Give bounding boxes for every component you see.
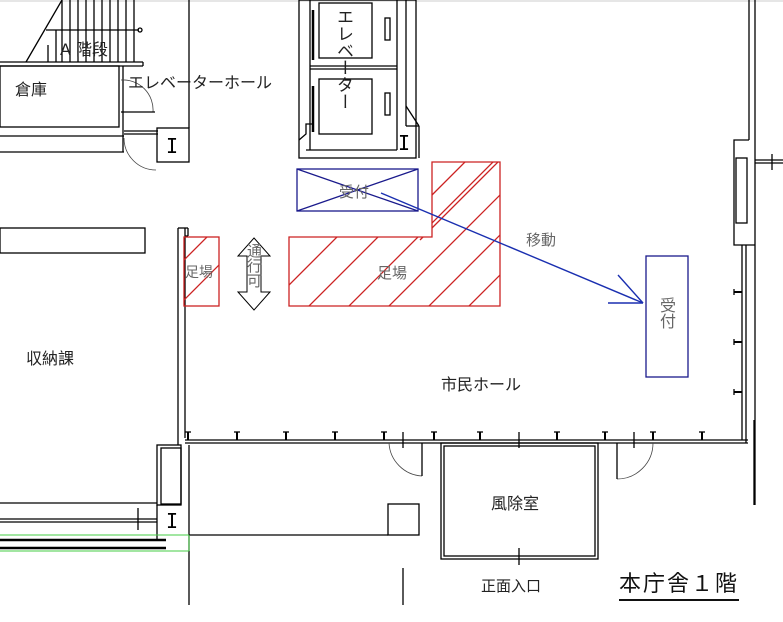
move-label: 移動 — [526, 231, 557, 249]
guide-lines — [0, 534, 190, 552]
column-markers: I I I — [166, 131, 410, 533]
move-arrow — [380, 192, 644, 304]
main-entrance-label: 正面入口 — [481, 577, 542, 595]
passable-arrow — [236, 237, 272, 311]
walls — [0, 0, 783, 605]
citizen-hall-label: 市民ホール — [441, 375, 522, 394]
svg-text:I: I — [166, 509, 178, 533]
elevator-label: エレベーター — [333, 8, 353, 110]
new-reception-box — [645, 255, 689, 378]
old-reception-label: 受付 — [339, 183, 370, 201]
scaffold-small — [183, 236, 220, 307]
old-reception-crossed — [296, 168, 419, 212]
scaffold-small-label: 足場 — [185, 265, 213, 281]
svg-text:I: I — [398, 131, 410, 155]
scaffold-large — [288, 161, 501, 307]
page-title: 本庁舎１階 — [619, 566, 740, 601]
columns-bottom — [185, 289, 742, 440]
stairs-label: A 階段 — [60, 40, 109, 59]
svg-text:I: I — [166, 134, 178, 158]
windbreak-room-label: 風除室 — [491, 494, 540, 513]
scaffold-large-label: 足場 — [377, 264, 408, 282]
new-reception-label: 受付 — [657, 297, 676, 329]
elevator-hall-label: エレベーターホール — [128, 73, 273, 92]
passable-label: 通行可 — [245, 243, 263, 288]
revenue-division-label: 収納課 — [26, 349, 75, 368]
storage-label: 倉庫 — [15, 80, 48, 99]
